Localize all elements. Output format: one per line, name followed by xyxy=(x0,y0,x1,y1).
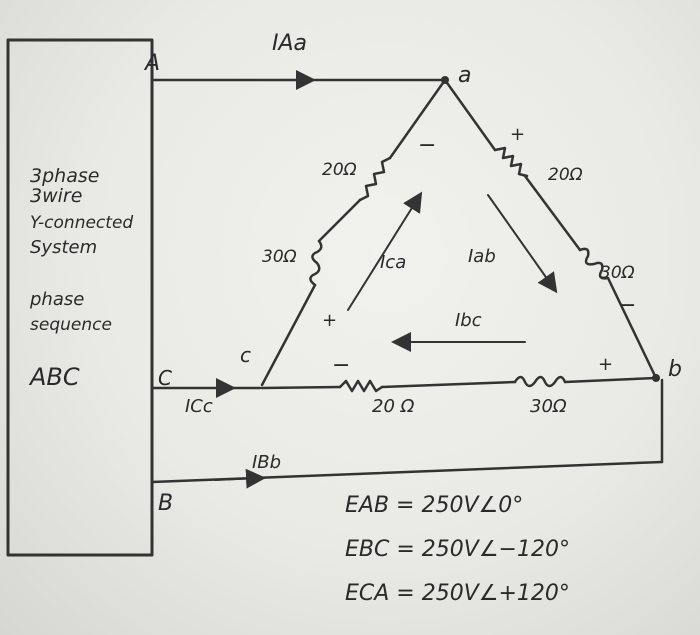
current-label-ibc: Ibc xyxy=(455,310,482,331)
voltage-eab: EAB = 250V∠0° xyxy=(345,493,523,518)
source-line-5: phase xyxy=(29,289,84,310)
inductor-ab xyxy=(578,247,610,280)
source-line-6: sequence xyxy=(30,315,112,335)
impedance-bc-l: 30Ω xyxy=(530,396,567,417)
polarity-ab-minus: − xyxy=(618,293,636,318)
polarity-ca-minus: − xyxy=(418,133,436,158)
current-label-iaa: IAa xyxy=(272,31,307,56)
source-line-4: System xyxy=(30,237,97,258)
current-label-iab: Iab xyxy=(468,246,496,267)
branch-ca xyxy=(260,78,447,387)
polarity-ca-plus-mark: + xyxy=(322,310,337,331)
branch-ab xyxy=(443,78,658,380)
node-label-c: c xyxy=(240,343,251,367)
impedance-ca-l: 30Ω xyxy=(262,247,297,267)
source-box xyxy=(6,38,154,557)
polarity-bc-minus: − xyxy=(332,353,350,378)
current-arrow-iab xyxy=(487,194,558,294)
voltage-eca: ECA = 250V∠+120° xyxy=(345,581,570,606)
current-label-icc: ICc xyxy=(185,396,213,417)
resistor-ca xyxy=(358,156,392,202)
voltage-ebc: EBC = 250V∠−120° xyxy=(345,537,570,562)
current-label-ica: Ica xyxy=(380,252,406,273)
resistor-ab xyxy=(493,146,529,178)
line-label-a: A xyxy=(143,51,160,76)
source-line-3: Y-connected xyxy=(30,213,133,233)
line-label-b: B xyxy=(158,491,173,516)
line-b-arrow xyxy=(214,468,266,489)
source-line-2: 3wire xyxy=(30,185,82,207)
source-line-7: ABC xyxy=(28,363,80,391)
inductor-bc xyxy=(513,375,567,388)
impedance-bc-r: 20 Ω xyxy=(372,396,415,417)
line-label-c: C xyxy=(158,366,172,390)
node-label-a: a xyxy=(458,63,471,88)
current-label-ibb: IBb xyxy=(252,452,281,473)
impedance-ab-l: 30Ω xyxy=(600,263,635,283)
inductor-ca xyxy=(309,239,323,287)
impedance-ca-r: 20Ω xyxy=(322,160,357,180)
polarity-ab-plus: + xyxy=(510,124,525,145)
node-label-b: b xyxy=(668,357,682,382)
branch-bc xyxy=(260,375,658,393)
current-arrow-ica xyxy=(347,191,423,311)
resistor-bc xyxy=(338,379,384,393)
polarity-bc-plus: + xyxy=(598,354,613,375)
source-box-text: 3phase 3wire Y-connected System phase se… xyxy=(28,165,133,391)
impedance-ab-r: 20Ω xyxy=(548,165,583,185)
source-line-1: 3phase xyxy=(30,165,99,187)
